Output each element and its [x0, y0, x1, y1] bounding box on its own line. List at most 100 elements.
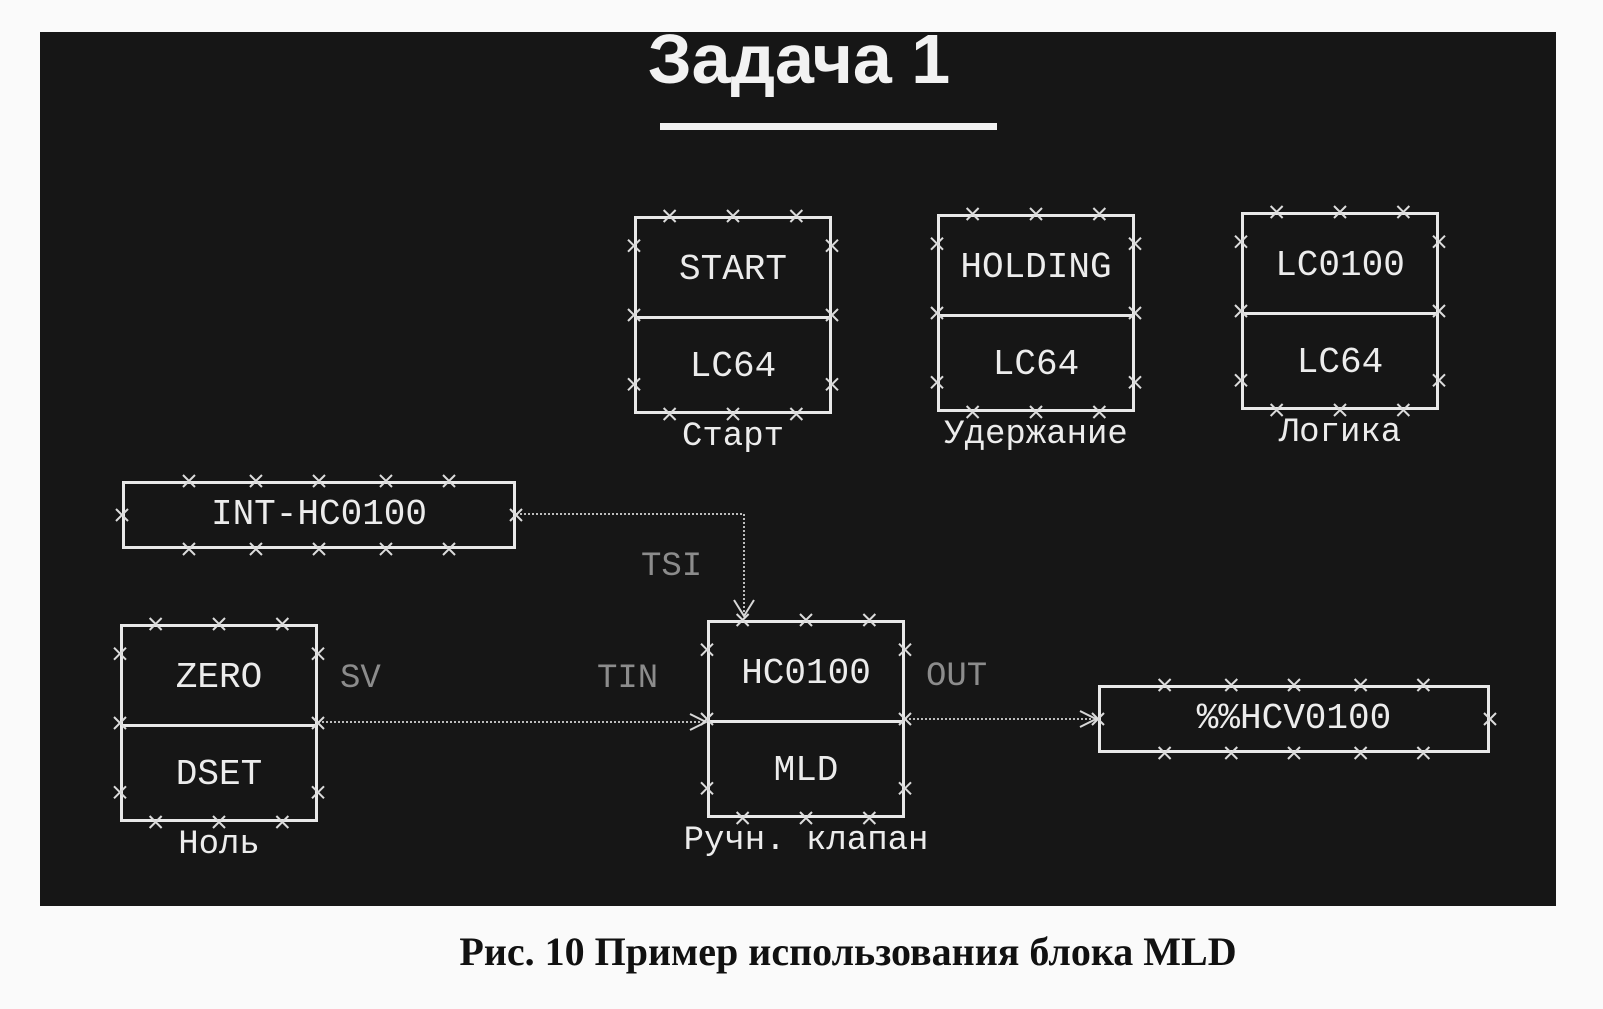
pin-marker: [311, 785, 325, 800]
wire-int-to-tsi: [516, 513, 745, 612]
block-holding[interactable]: HOLDING LC64: [937, 214, 1135, 412]
block-holding-top-label: HOLDING: [960, 247, 1112, 288]
pin-marker: [379, 542, 393, 556]
pin-marker: [898, 712, 912, 726]
pin-marker: [627, 238, 641, 253]
block-logic-caption: Логика: [1278, 414, 1402, 452]
pin-marker: [379, 474, 393, 488]
block-logic[interactable]: LC0100 LC64: [1241, 212, 1439, 410]
pin-marker: [789, 407, 804, 421]
pin-marker: [115, 508, 129, 522]
pin-marker: [735, 613, 750, 627]
pin-marker: [1092, 405, 1107, 419]
pin-marker: [1287, 746, 1301, 760]
terminal-int-hc0100-label: INT-HC0100: [210, 494, 428, 535]
pin-marker: [662, 209, 677, 223]
pin-marker: [799, 811, 813, 825]
pin-marker: [1396, 403, 1411, 417]
block-divider: [940, 314, 1132, 317]
pin-marker: [1432, 304, 1446, 318]
pin-marker: [1128, 306, 1142, 320]
block-valve-top-label: HC0100: [741, 653, 871, 694]
pin-marker: [1234, 373, 1248, 388]
pin-marker: [700, 642, 714, 657]
block-zero-caption: Ноль: [178, 826, 260, 864]
pin-marker: [311, 646, 325, 661]
pin-marker: [930, 375, 944, 390]
pin-marker: [898, 781, 912, 796]
block-logic-bottom-label: LC64: [1296, 342, 1384, 383]
pin-marker: [1029, 405, 1043, 419]
pin-marker: [930, 306, 944, 320]
pin-label-tsi: TSI: [641, 548, 703, 586]
pin-marker: [113, 785, 127, 800]
pin-marker: [1287, 678, 1301, 692]
block-start-top-label: START: [678, 249, 788, 290]
block-holding-bottom-label: LC64: [992, 344, 1080, 385]
pin-marker: [662, 407, 677, 421]
pin-marker: [1092, 207, 1107, 221]
pin-marker: [249, 474, 263, 488]
pin-marker: [275, 815, 290, 829]
block-divider: [710, 720, 902, 723]
pin-marker: [735, 811, 750, 825]
pin-marker: [825, 308, 839, 322]
diagram-panel: [40, 32, 1556, 906]
pin-marker: [182, 542, 196, 556]
pin-marker: [825, 377, 839, 392]
arrowhead-tin: [689, 713, 709, 731]
pin-marker: [862, 811, 877, 825]
terminal-hcv0100[interactable]: %%HCV0100: [1098, 685, 1490, 753]
figure-caption: Рис. 10 Пример использования блока MLD: [459, 929, 1237, 974]
pin-marker: [1483, 712, 1497, 726]
pin-marker: [1333, 403, 1347, 417]
title-underline: [660, 123, 997, 130]
pin-marker: [1353, 678, 1368, 692]
block-logic-top-label: LC0100: [1275, 245, 1405, 286]
arrowhead-tsi: [733, 599, 755, 618]
pin-marker: [1128, 236, 1142, 251]
block-zero-top-label: ZERO: [175, 657, 263, 698]
pin-marker: [1432, 373, 1446, 388]
pin-marker: [799, 613, 813, 627]
block-start[interactable]: START LC64: [634, 216, 832, 414]
pin-marker: [509, 508, 523, 522]
pin-marker: [148, 815, 163, 829]
pin-marker: [1224, 746, 1238, 760]
pin-marker: [965, 405, 980, 419]
pin-marker: [311, 716, 325, 730]
pin-marker: [930, 236, 944, 251]
pin-marker: [1157, 746, 1172, 760]
pin-marker: [789, 209, 804, 223]
pin-marker: [148, 617, 163, 631]
block-zero[interactable]: ZERO DSET: [120, 624, 318, 822]
pin-marker: [700, 712, 714, 726]
pin-marker: [1128, 375, 1142, 390]
pin-marker: [726, 209, 740, 223]
pin-marker: [275, 617, 290, 631]
diagram-title: Задача 1: [647, 20, 951, 98]
pin-marker: [627, 377, 641, 392]
block-start-caption: Старт: [681, 418, 785, 456]
pin-label-tin: TIN: [597, 660, 659, 698]
pin-marker: [249, 542, 263, 556]
pin-marker: [1234, 304, 1248, 318]
pin-marker: [1234, 234, 1248, 249]
block-valve-caption: Ручн. клапан: [683, 822, 929, 860]
block-zero-bottom-label: DSET: [175, 754, 263, 795]
block-holding-caption: Удержание: [944, 416, 1128, 454]
block-valve[interactable]: HC0100 MLD: [707, 620, 905, 818]
pin-label-out: OUT: [926, 658, 988, 696]
terminal-int-hc0100[interactable]: INT-HC0100: [122, 481, 516, 549]
block-divider: [1244, 312, 1436, 315]
pin-marker: [898, 642, 912, 657]
pin-marker: [312, 542, 326, 556]
block-divider: [637, 316, 829, 319]
pin-marker: [182, 474, 196, 488]
pin-marker: [1091, 712, 1105, 726]
pin-marker: [1416, 746, 1431, 760]
pin-marker: [1269, 403, 1284, 417]
pin-marker: [1269, 205, 1284, 219]
pin-marker: [1396, 205, 1411, 219]
